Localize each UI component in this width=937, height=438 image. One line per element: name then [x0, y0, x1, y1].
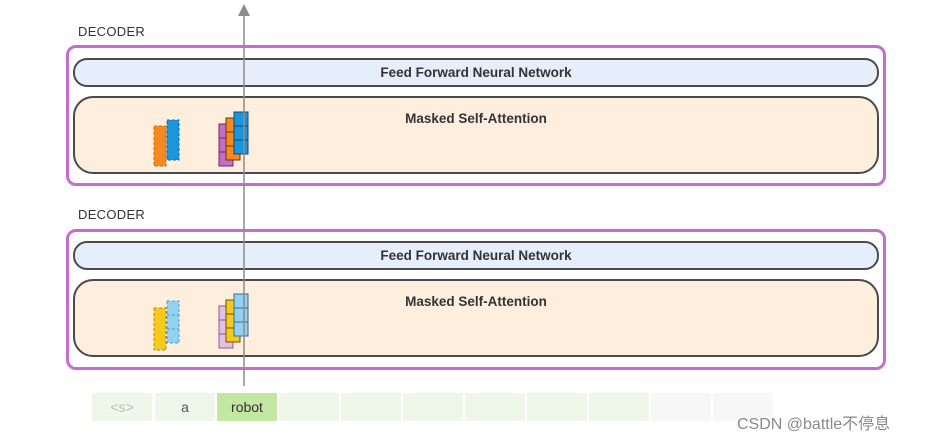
- token-label: a: [181, 399, 189, 415]
- token-cell: [465, 393, 525, 421]
- ffnn-label: Feed Forward Neural Network: [380, 248, 572, 263]
- kv-vectors-token-1-bottom: [153, 300, 180, 351]
- token-cell: [403, 393, 463, 421]
- ffnn-layer-bottom: Feed Forward Neural Network: [73, 241, 879, 270]
- token-cell: a: [155, 393, 215, 421]
- token-cell: [651, 393, 711, 421]
- masked-self-attention-top: Masked Self-Attention: [73, 96, 879, 174]
- msa-label: Masked Self-Attention: [405, 294, 547, 309]
- kv-vectors-token-1-top: [153, 119, 180, 167]
- token-cell: [279, 393, 339, 421]
- token-cell: <s>: [92, 393, 152, 421]
- flow-arrow: [238, 4, 250, 386]
- decoder-label-bottom: DECODER: [78, 207, 146, 222]
- token-cell-active: robot: [217, 393, 277, 421]
- token-label: <s>: [110, 399, 134, 415]
- ffnn-label: Feed Forward Neural Network: [380, 65, 572, 80]
- token-cell: [527, 393, 587, 421]
- token-label: robot: [231, 399, 263, 415]
- masked-self-attention-bottom: Masked Self-Attention: [73, 279, 879, 357]
- token-cell: [589, 393, 649, 421]
- decoder-label-top: DECODER: [78, 24, 146, 39]
- token-cell: [713, 393, 773, 421]
- token-cell: [341, 393, 401, 421]
- msa-label: Masked Self-Attention: [405, 111, 547, 126]
- watermark: CSDN @battle不停息: [737, 416, 891, 433]
- ffnn-layer-top: Feed Forward Neural Network: [73, 58, 879, 87]
